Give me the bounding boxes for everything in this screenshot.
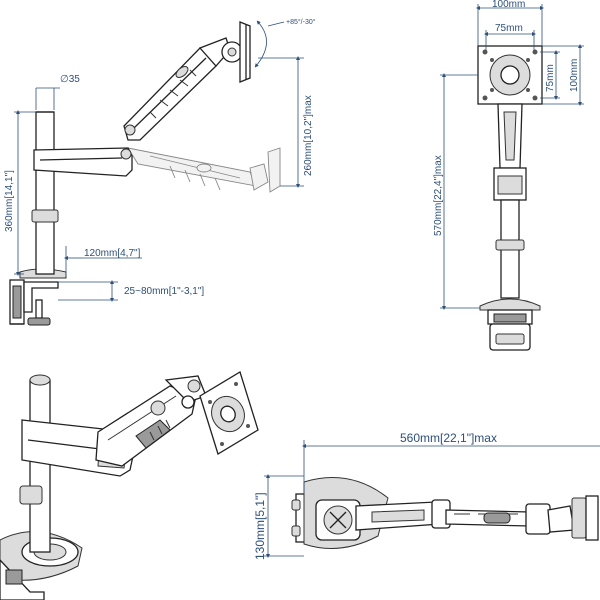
vesa-outer-label: 100mm xyxy=(492,0,525,10)
lower-arm xyxy=(33,147,133,177)
perspective-view xyxy=(0,371,259,600)
pole xyxy=(31,111,59,275)
side-view: +85°/-30° ∅35 360mm[14,1"] 260mm[10,2"]m… xyxy=(4,18,316,326)
desk-clamp xyxy=(9,268,67,326)
clamp-range-label: 25~80mm[1"-3,1"] xyxy=(124,286,204,297)
front-pole xyxy=(495,199,525,299)
tilt-label: +85°/-30° xyxy=(286,18,316,26)
pole-diameter-label: ∅35 xyxy=(60,74,80,85)
perspective-spring-arm xyxy=(95,385,197,467)
extension-label: 560mm[22,1"]max xyxy=(400,431,497,445)
gas-spring-arm xyxy=(123,37,231,141)
vesa-outer-vertical-label: 100mm xyxy=(569,59,580,92)
total-height-label: 570mm[22,4"]max xyxy=(433,155,444,236)
arm-reach-label: 260mm[10,2"]max xyxy=(303,95,314,176)
vesa-inner-vertical-label: 75mm xyxy=(545,64,556,92)
top-arm xyxy=(355,495,599,541)
vesa-head xyxy=(221,21,251,83)
front-view: 100mm 75mm 75mm 100mm 570mm[22,4"]max xyxy=(433,0,584,351)
front-arm xyxy=(493,103,527,201)
perspective-vesa-plate xyxy=(199,371,259,455)
pole-height-label: 360mm[14,1"] xyxy=(4,170,15,232)
top-clamp xyxy=(291,477,389,549)
vesa-plate xyxy=(477,45,543,105)
depth-label: 130mm[5,1"] xyxy=(253,492,267,560)
vesa-inner-label: 75mm xyxy=(495,23,523,34)
top-view: 560mm[22,1"]max 130mm[5,1"] xyxy=(253,431,600,560)
front-clamp xyxy=(479,298,541,351)
lowered-arm-ghost xyxy=(127,147,281,193)
base-offset-label: 120mm[4,7"] xyxy=(84,248,141,259)
